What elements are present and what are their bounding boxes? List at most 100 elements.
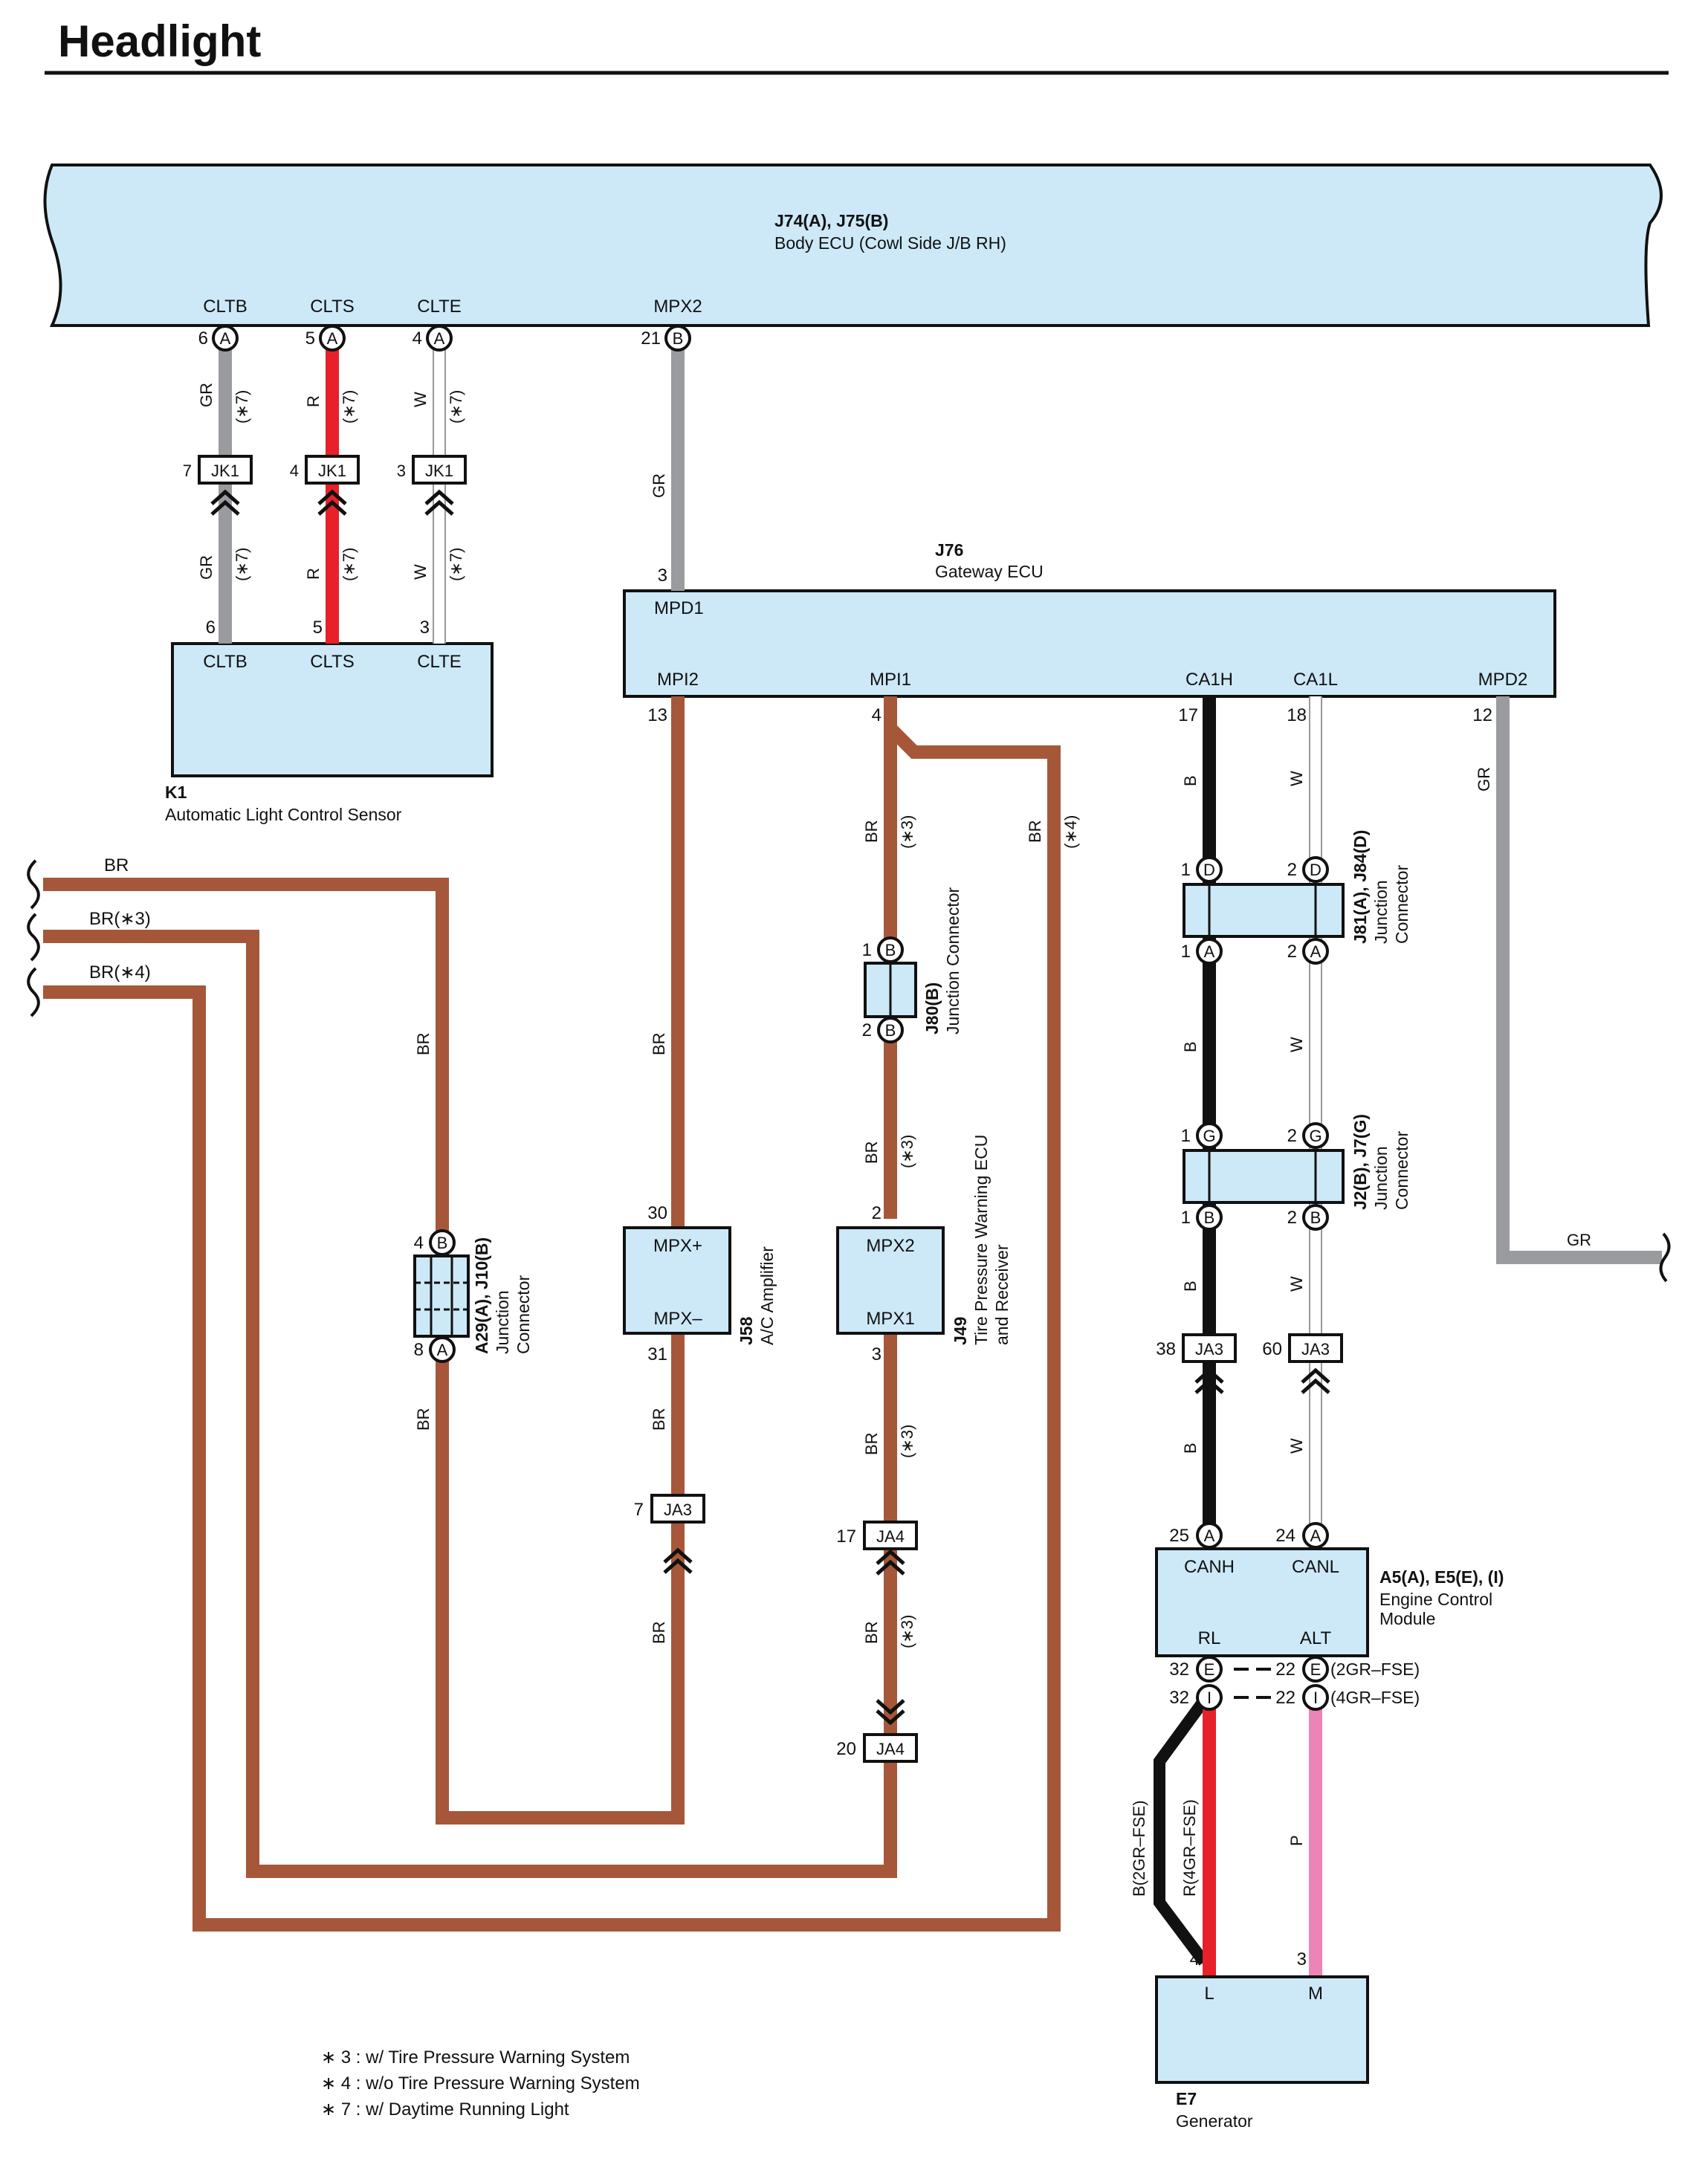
svg-text:1: 1 [1181, 1126, 1191, 1146]
svg-text:BR(∗4): BR(∗4) [89, 962, 151, 982]
svg-text:ALT: ALT [1300, 1628, 1332, 1648]
svg-text:1: 1 [1181, 860, 1191, 880]
svg-text:2: 2 [1287, 860, 1297, 880]
svg-text:7: 7 [634, 1500, 644, 1520]
svg-text:17: 17 [836, 1526, 856, 1547]
svg-text:W: W [1287, 1438, 1306, 1454]
svg-text:GR: GR [650, 473, 668, 498]
svg-text:(∗7): (∗7) [340, 548, 358, 581]
svg-text:CA1L: CA1L [1293, 670, 1338, 690]
svg-text:2: 2 [1287, 942, 1297, 962]
svg-text:1: 1 [1181, 942, 1191, 962]
svg-text:Engine Control: Engine Control [1379, 1590, 1492, 1609]
footnotes: ∗ 3 : w/ Tire Pressure Warning System ∗ … [321, 2047, 640, 2120]
j2-junction-connector: G 1 G 2 B 1 B 2 J2(B), J7(G) Junction Co… [1181, 1114, 1411, 1231]
gateway-pins: MPD1 3 MPI2 MPI1 CA1H CA1L MPD2 13 4 17 … [647, 566, 1527, 725]
svg-text:BR: BR [862, 1621, 881, 1644]
svg-text:MPD1: MPD1 [654, 598, 704, 618]
gateway-ecu-box [623, 589, 1556, 698]
body-ecu-id: J74(A), J75(B) [774, 211, 888, 230]
svg-text:I: I [1313, 1689, 1318, 1707]
svg-text:A: A [327, 329, 338, 348]
svg-text:4: 4 [414, 1233, 424, 1253]
svg-text:G: G [1309, 1127, 1322, 1145]
svg-text:D: D [1310, 861, 1322, 879]
wire-mpd2 [1496, 696, 1662, 1264]
svg-text:Tire Pressure Warning ECU: Tire Pressure Warning ECU [971, 1135, 991, 1345]
svg-text:R: R [304, 568, 323, 580]
svg-text:CLTS: CLTS [310, 652, 355, 672]
svg-text:B: B [1181, 1041, 1200, 1052]
svg-text:CLTB: CLTB [203, 297, 248, 317]
svg-text:MPI2: MPI2 [657, 670, 699, 690]
svg-text:4: 4 [872, 705, 882, 725]
svg-text:Connector: Connector [1392, 1131, 1411, 1210]
svg-text:Connector: Connector [514, 1275, 533, 1354]
svg-text:A: A [434, 329, 445, 348]
svg-text:L: L [1204, 1984, 1214, 2004]
svg-text:38: 38 [1156, 1339, 1176, 1359]
svg-text:CLTE: CLTE [417, 652, 462, 672]
engine-control-module: A 25 A 24 CANH CANL RL ALT A5(A), E5(E),… [1130, 1522, 1504, 1897]
svg-text:B: B [1181, 1443, 1200, 1454]
svg-text:JA3: JA3 [1195, 1340, 1223, 1359]
svg-text:Junction Connector: Junction Connector [943, 887, 963, 1035]
ja3-can-connectors: JA3 38 JA3 60 [1156, 1333, 1343, 1394]
svg-text:3: 3 [420, 618, 430, 638]
svg-text:3: 3 [872, 1344, 882, 1364]
svg-text:JK1: JK1 [211, 462, 239, 480]
tire-pressure-ecu: MPX2 MPX1 2 3 J49 Tire Pressure Warning … [836, 1135, 1012, 1763]
left-wire-labels: BR BR(∗3) BR(∗4) [89, 855, 151, 982]
body-ecu-pin-circles: A A A B [212, 325, 691, 352]
svg-text:BR: BR [414, 1408, 433, 1431]
svg-text:BR: BR [650, 1621, 668, 1644]
svg-text:A: A [1310, 1526, 1322, 1545]
svg-text:Junction: Junction [1371, 1146, 1391, 1210]
svg-text:BR: BR [414, 1032, 433, 1055]
light-sensor-box [171, 642, 494, 777]
svg-text:A: A [1310, 942, 1322, 961]
svg-text:22: 22 [1275, 1660, 1295, 1680]
svg-text:CA1H: CA1H [1185, 670, 1233, 690]
svg-text:BR: BR [1026, 820, 1044, 843]
svg-text:(2GR–FSE): (2GR–FSE) [1330, 1660, 1420, 1679]
svg-text:A/C Amplifier: A/C Amplifier [757, 1246, 777, 1345]
svg-text:J58: J58 [737, 1316, 756, 1345]
svg-text:W: W [1287, 771, 1306, 786]
svg-text:∗ 7 : w/ Daytime Running Light: ∗ 7 : w/ Daytime Running Light [321, 2099, 569, 2120]
svg-text:JA3: JA3 [664, 1500, 692, 1519]
svg-text:32: 32 [1169, 1660, 1189, 1680]
svg-text:4: 4 [1190, 1949, 1200, 1969]
svg-text:(∗4): (∗4) [1061, 815, 1080, 849]
svg-text:W: W [411, 392, 430, 407]
svg-text:Junction: Junction [1371, 880, 1391, 944]
svg-text:R(4GR–FSE): R(4GR–FSE) [1180, 1799, 1199, 1897]
svg-text:6: 6 [206, 618, 216, 638]
svg-text:17: 17 [1178, 705, 1198, 725]
svg-text:R: R [304, 395, 323, 407]
svg-text:J49: J49 [951, 1317, 970, 1345]
svg-text:Connector: Connector [1392, 865, 1411, 944]
svg-text:CLTB: CLTB [203, 652, 248, 672]
body-ecu-pins: CLTB CLTS CLTE MPX2 6 5 4 21 [198, 297, 702, 349]
svg-text:Generator: Generator [1176, 2111, 1253, 2131]
svg-text:13: 13 [647, 705, 667, 725]
svg-text:18: 18 [1287, 705, 1307, 725]
ac-amplifier: MPX+ MPX– 30 31 J58 A/C Amplifier JA3 7 [623, 1203, 777, 1574]
svg-text:20: 20 [836, 1739, 856, 1759]
sensor-pins: 6 5 3 CLTB CLTS CLTE [203, 618, 462, 672]
svg-text:7: 7 [183, 462, 192, 480]
svg-text:21: 21 [641, 328, 661, 349]
svg-text:BR: BR [862, 820, 881, 843]
svg-text:2: 2 [1287, 1126, 1297, 1146]
svg-text:J81(A), J84(D): J81(A), J84(D) [1350, 830, 1370, 944]
svg-text:(∗7): (∗7) [233, 548, 251, 581]
jk1-chevrons [210, 489, 454, 516]
svg-text:B: B [885, 941, 896, 959]
svg-text:A: A [437, 1341, 448, 1359]
a29-junction-connector: B 4 A 8 A29(A), J10(B) Junction Connecto… [413, 1229, 533, 1363]
svg-text:I: I [1207, 1689, 1212, 1707]
svg-text:MPX2: MPX2 [653, 297, 702, 317]
light-sensor-id: K1 [165, 783, 187, 802]
